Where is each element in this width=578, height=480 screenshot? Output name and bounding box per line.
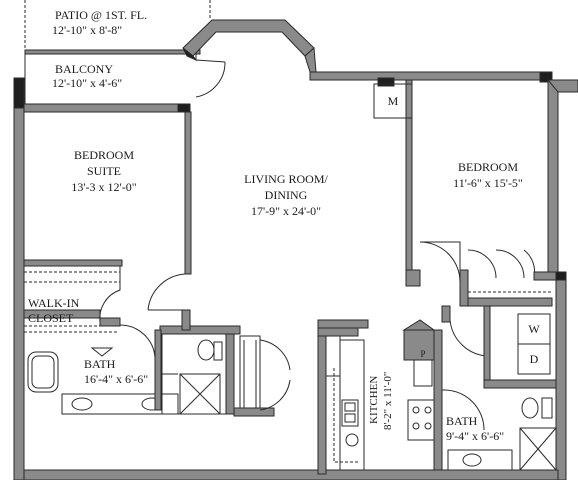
walk-in-label-2: CLOSET xyxy=(28,311,74,325)
walk-in-label-1: WALK-IN xyxy=(28,296,80,310)
bedroom-partitions xyxy=(373,79,557,389)
living-dims: 17'-9" x 24'-0" xyxy=(250,204,322,218)
main-bath-fixtures xyxy=(27,324,179,415)
living-label-1: LIVING ROOM/ xyxy=(244,172,328,186)
bedroom-suite-label-2: SUITE xyxy=(87,164,121,178)
main-bath-dims: 16'-4" x 6'-6" xyxy=(84,372,149,386)
bedroom-suite-dims: 13'-3 x 12'-0" xyxy=(71,180,137,194)
kitchen-walls xyxy=(317,319,443,475)
bedroom-dims: 11'-6" x 15'-5" xyxy=(453,176,523,190)
living-label-2: DINING xyxy=(264,188,308,202)
closet-shelves xyxy=(23,259,123,333)
living-walls xyxy=(317,319,369,329)
main-bath-label: BATH xyxy=(84,357,116,371)
balcony-label: BALCONY xyxy=(55,62,114,76)
small-bath-dims: 9'-4" x 6'-6" xyxy=(446,429,505,443)
small-bath-fixtures xyxy=(441,389,557,471)
kitchen-label: KITCHEN xyxy=(368,375,380,424)
small-bath-label: BATH xyxy=(446,414,478,428)
mechanical-label: M xyxy=(387,94,399,108)
balcony-outline xyxy=(24,49,226,105)
bay-window xyxy=(182,19,317,73)
exterior-walls xyxy=(13,71,578,480)
washer-label: W xyxy=(528,322,540,336)
balcony-dims: 12'-10" x 4'-6" xyxy=(52,76,123,90)
patio-dims: 12'-10" x 8'-8" xyxy=(52,23,123,37)
pantry-label: P xyxy=(420,349,426,359)
kitchen-dims: 8'-2" x 11'-0" xyxy=(382,371,394,430)
bedroom-suite-label-1: BEDROOM xyxy=(73,148,135,162)
hall-bath-fixtures xyxy=(161,333,291,417)
bedroom-label: BEDROOM xyxy=(457,160,519,174)
dryer-label: D xyxy=(529,352,539,366)
patio-label: PATIO @ 1ST. FL. xyxy=(55,8,148,22)
